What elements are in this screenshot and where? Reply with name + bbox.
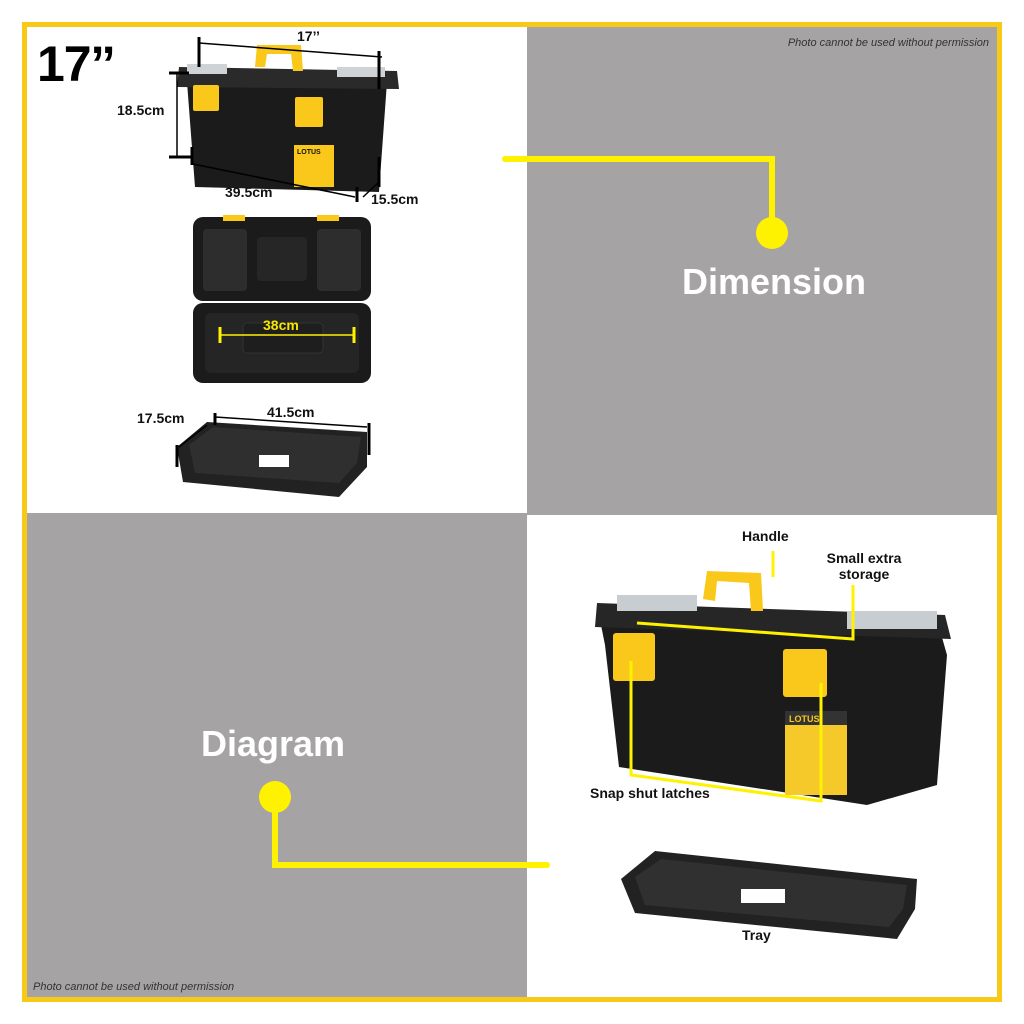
section-title-dimension: Dimension <box>682 261 867 302</box>
open-toolbox-image <box>193 215 371 383</box>
tray-image-dimension <box>175 413 371 497</box>
diagram-title-panel: Diagram Photo cannot be used without per… <box>27 513 527 997</box>
dimension-length-top: 17’’ <box>297 28 320 44</box>
closed-toolbox-image: LOTUS <box>169 37 399 202</box>
dimension-title-panel: Photo cannot be used without permission … <box>527 27 997 515</box>
callout-latches: Snap shut latches <box>590 785 710 801</box>
tray-diagram-image <box>621 851 917 939</box>
dimension-tray-depth: 17.5cm <box>137 410 185 426</box>
dimension-height: 18.5cm <box>117 102 165 118</box>
section-title-diagram: Diagram <box>201 723 346 764</box>
dimension-drawings-panel: 17’’ LOTUS <box>27 27 527 513</box>
dimension-inner-length: 38cm <box>263 317 299 333</box>
dimension-length-bottom: 39.5cm <box>225 184 273 200</box>
labeled-diagram-panel: LOTUS Handle Small extra storage Snap sh… <box>294 515 997 997</box>
callout-storage-line2: storage <box>838 566 890 582</box>
brand-label: LOTUS <box>789 714 820 724</box>
brand-label-small: LOTUS <box>297 149 321 156</box>
toolbox-diagram-image: LOTUS <box>595 571 951 805</box>
infographic-frame: 17’’ LOTUS <box>22 22 1002 1002</box>
watermark-top-right: Photo cannot be used without permission <box>787 37 989 49</box>
watermark-bottom-left: Photo cannot be used without permission <box>33 981 235 993</box>
callout-storage-line1: Small extra <box>826 550 902 566</box>
callout-lines <box>629 551 855 803</box>
dimension-tray-length: 41.5cm <box>267 404 315 420</box>
toolbox-dimension-illustrations: LOTUS <box>169 37 399 497</box>
dimension-depth: 15.5cm <box>371 191 419 207</box>
labeled-toolbox-illustration: LOTUS <box>294 551 951 939</box>
callout-storage: Small extra storage <box>819 550 909 582</box>
size-label: 17’’ <box>37 36 116 92</box>
callout-handle: Handle <box>742 528 789 544</box>
callout-tray: Tray <box>742 927 771 943</box>
